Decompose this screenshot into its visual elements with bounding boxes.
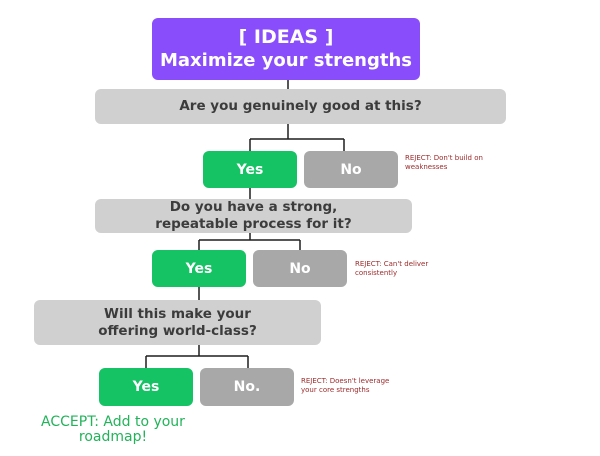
yes-2-box: Yes	[152, 250, 246, 287]
yes-1-label: Yes	[236, 161, 264, 178]
reject-1-text: REJECT: Don't build on weaknesses	[405, 154, 483, 172]
no-2-label: No	[289, 260, 311, 277]
yes-3-label: Yes	[132, 379, 160, 395]
no-2-box: No	[253, 250, 347, 287]
question-3-text: Will this make your offering world-class…	[98, 305, 257, 339]
question-3-box: Will this make your offering world-class…	[34, 300, 321, 345]
no-1-label: No	[340, 161, 362, 178]
question-1-text: Are you genuinely good at this?	[179, 98, 422, 115]
title-line-2: Maximize your strengths	[159, 49, 412, 71]
yes-2-label: Yes	[185, 260, 213, 277]
yes-1-box: Yes	[203, 151, 297, 188]
reject-3-text: REJECT: Doesn't leverage your core stren…	[301, 377, 390, 395]
no-1-box: No	[304, 151, 398, 188]
no-3-box: No.	[200, 368, 294, 406]
question-2-box: Do you have a strong, repeatable process…	[95, 199, 412, 233]
accept-text: ACCEPT: Add to your roadmap!	[41, 414, 185, 446]
yes-3-box: Yes	[99, 368, 193, 406]
title-box: [ IDEAS ] Maximize your strengths	[152, 18, 420, 80]
reject-2-text: REJECT: Can't deliver consistently	[355, 260, 429, 278]
no-3-label: No.	[233, 379, 261, 395]
question-1-box: Are you genuinely good at this?	[95, 89, 506, 124]
question-2-text: Do you have a strong, repeatable process…	[155, 199, 352, 232]
title-line-1: [ IDEAS ]	[238, 25, 334, 48]
